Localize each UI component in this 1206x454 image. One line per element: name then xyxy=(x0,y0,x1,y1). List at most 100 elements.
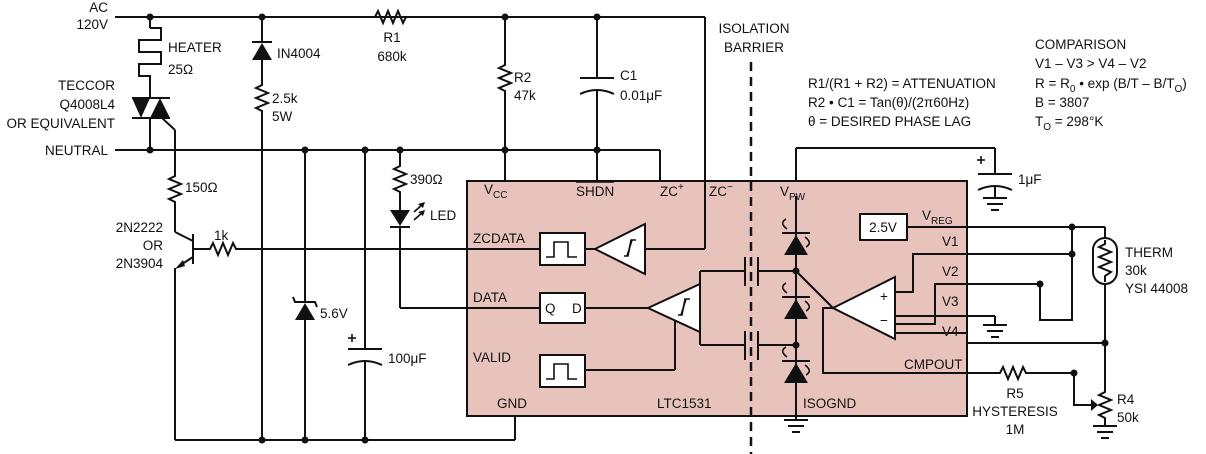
equation-phase: R2 • C1 = Tan(θ)/(2π60Hz) xyxy=(808,95,969,110)
zener-label: 5.6V xyxy=(320,306,348,321)
r5-label: R5 xyxy=(1006,386,1023,401)
pin-shdn: SHDN xyxy=(576,184,614,199)
isolation-capacitor-top xyxy=(700,257,796,286)
resistor-150-label: 150Ω xyxy=(185,180,218,195)
heater-label: HEATER xyxy=(168,40,222,55)
isolation-label-2: BARRIER xyxy=(724,40,784,55)
triac-label-1: TECCOR xyxy=(58,78,115,93)
c1-value-label: 0.01μF xyxy=(620,88,662,103)
comparator-input-wiring xyxy=(895,253,967,334)
resistor-390 xyxy=(391,150,409,210)
ground-return-wire xyxy=(174,268,516,441)
zener-diode xyxy=(292,150,318,440)
transistor-label-3: 2N3904 xyxy=(116,256,164,271)
comparator-plus: + xyxy=(880,289,888,304)
heater xyxy=(138,17,162,84)
right-external-wiring xyxy=(967,226,1106,390)
isolation-capacitor-bottom xyxy=(700,331,796,360)
heater-value: 25Ω xyxy=(168,62,193,77)
pin-vcc: VCC xyxy=(484,182,507,201)
transistor-label-2: OR xyxy=(143,238,164,253)
r1-value-label: 680k xyxy=(377,49,407,64)
data-latch xyxy=(539,292,648,324)
capacitor-c1 xyxy=(579,17,615,181)
capacitor-100uf-label: 100μF xyxy=(388,351,427,366)
comparison-title: COMPARISON xyxy=(1035,37,1126,52)
capacitor-100uf xyxy=(347,150,383,440)
pin-v4: V4 xyxy=(942,324,959,339)
therm-value-label: 30k xyxy=(1125,263,1147,278)
valid-pulse-block xyxy=(539,320,676,388)
pin-vreg: VREG xyxy=(922,208,953,227)
ac-voltage-label: 120V xyxy=(76,17,108,32)
pin-data: DATA xyxy=(473,290,507,305)
equation-attenuation: R1/(R1 + R2) = ATTENUATION xyxy=(808,76,996,91)
resistor-r2 xyxy=(496,17,514,181)
reference-value: 2.5V xyxy=(869,220,897,235)
pin-zcdata: ZCDATA xyxy=(473,231,525,246)
neutral-label: NEUTRAL xyxy=(45,143,109,158)
pin-v2: V2 xyxy=(942,264,959,279)
reference-2-5v xyxy=(859,213,1040,241)
r4-value-label: 50k xyxy=(1117,410,1139,425)
resistor-2-5k xyxy=(253,82,271,440)
pin-v1: V1 xyxy=(942,234,959,249)
ac-line-rail xyxy=(115,16,706,250)
r2-label: R2 xyxy=(514,70,531,85)
r5-value-label: 1M xyxy=(1006,422,1025,437)
led xyxy=(390,202,540,309)
thermistor xyxy=(1092,237,1118,285)
capacitor-1uf xyxy=(977,156,1013,198)
resistor-390-label: 390Ω xyxy=(410,172,443,187)
ground-1uf xyxy=(983,197,1007,211)
resistor-1k-label: 1k xyxy=(214,228,229,243)
ground-isognd xyxy=(784,419,808,433)
comparator xyxy=(795,270,967,374)
triac xyxy=(132,84,176,174)
led-label: LED xyxy=(430,208,457,223)
equation-theta: θ = DESIRED PHASE LAG xyxy=(808,114,971,129)
comparison-t0: TO = 298°K xyxy=(1035,114,1103,133)
ground-r4 xyxy=(1093,425,1117,439)
ac-label: AC xyxy=(89,0,108,15)
hysteresis-label: HYSTERESIS xyxy=(972,404,1058,419)
junction-dots-right xyxy=(792,223,1109,377)
transistor-label-1: 2N2222 xyxy=(116,220,163,235)
therm-label: THERM xyxy=(1125,245,1173,260)
r4-label: R4 xyxy=(1117,392,1135,407)
latch-q: Q xyxy=(545,301,556,316)
resistor-5w-label: 5W xyxy=(272,109,293,124)
resistor-r5 xyxy=(967,364,1098,411)
diode-in4004-label: IN4004 xyxy=(277,46,321,61)
comparison-b: B = 3807 xyxy=(1035,95,1089,110)
pin-zc-minus: ZC− xyxy=(709,182,733,199)
triac-label-2: Q4008L4 xyxy=(59,97,115,112)
junction-dots-left xyxy=(146,13,601,444)
pin-v3: V3 xyxy=(942,294,959,309)
resistor-r4 xyxy=(1096,390,1114,426)
triac-label-3: OR EQUIVALENT xyxy=(6,116,115,131)
comparator-minus: − xyxy=(880,313,888,328)
vpw-wire xyxy=(795,147,996,181)
resistor-2-5k-label: 2.5k xyxy=(272,91,298,106)
transistor xyxy=(174,225,208,269)
chip-name: LTC1531 xyxy=(657,396,712,411)
pin-valid: VALID xyxy=(473,350,511,365)
resistor-1k xyxy=(208,240,540,258)
resistor-r1 xyxy=(374,8,407,26)
schmitt-trigger-zc xyxy=(592,222,646,276)
r1-label: R1 xyxy=(383,30,400,45)
comparison-formula: R = R0 • exp (B/T – B/TO) xyxy=(1035,76,1187,95)
resistor-150 xyxy=(166,174,184,225)
isolation-label-1: ISOLATION xyxy=(718,21,789,36)
r2-value-label: 47k xyxy=(514,88,536,103)
zcdata-pulse-block xyxy=(539,232,595,266)
diode-in4004 xyxy=(252,17,272,82)
latch-d: D xyxy=(572,301,582,316)
pin-zc-plus: ZC+ xyxy=(660,182,684,199)
pin-cmpout: CMPOUT xyxy=(904,357,963,372)
ground-v3 xyxy=(983,324,1007,338)
pin-gnd: GND xyxy=(497,396,527,411)
therm-part-label: YSI 44008 xyxy=(1125,281,1188,296)
